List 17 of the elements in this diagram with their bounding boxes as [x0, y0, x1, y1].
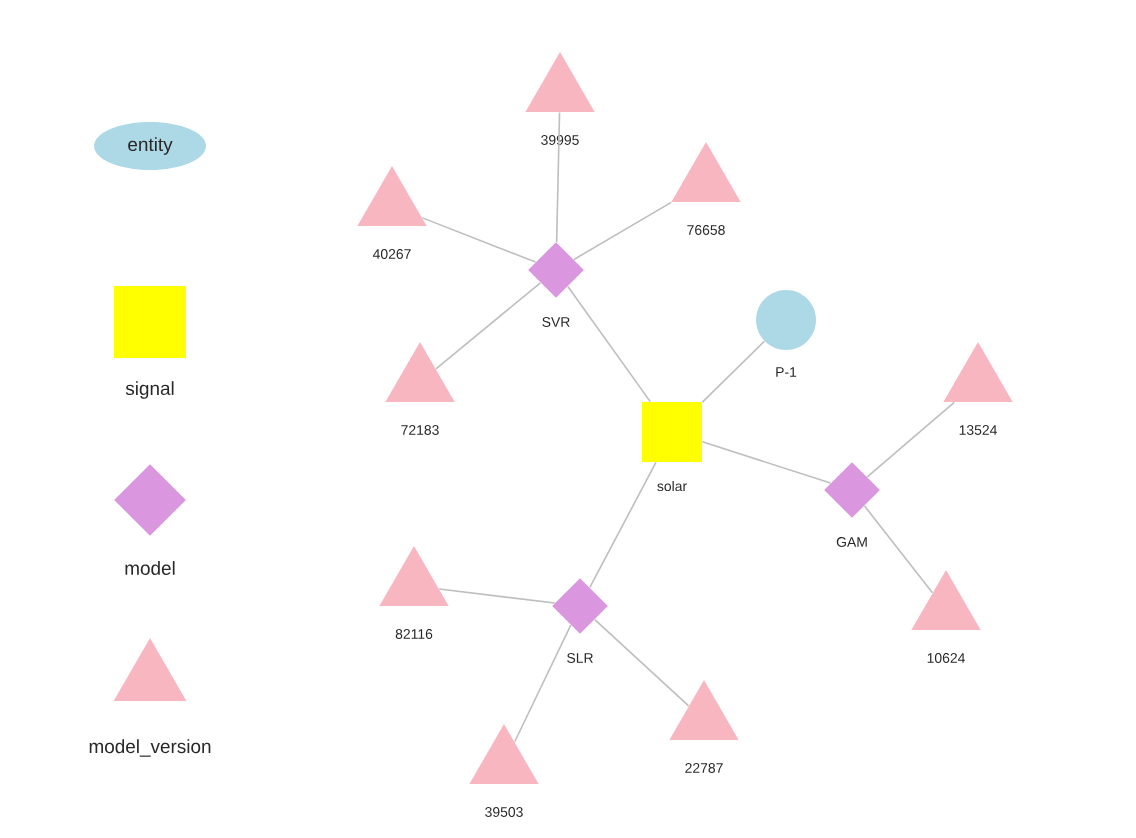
- edge: [573, 201, 673, 261]
- edge: [594, 618, 690, 707]
- legend-item: model_version: [89, 638, 211, 757]
- edge: [421, 217, 537, 263]
- edge: [435, 282, 542, 370]
- edge: [701, 340, 766, 403]
- edge: [589, 461, 657, 589]
- edge: [701, 441, 832, 484]
- edge: [863, 505, 934, 594]
- edge: [438, 588, 556, 604]
- edge: [866, 401, 955, 478]
- legend-item: entity: [94, 122, 206, 170]
- edge: [513, 624, 572, 743]
- edge: [555, 111, 561, 244]
- legend-item: signal: [114, 286, 186, 399]
- legend-item: model: [114, 464, 186, 575]
- edge: [567, 285, 652, 403]
